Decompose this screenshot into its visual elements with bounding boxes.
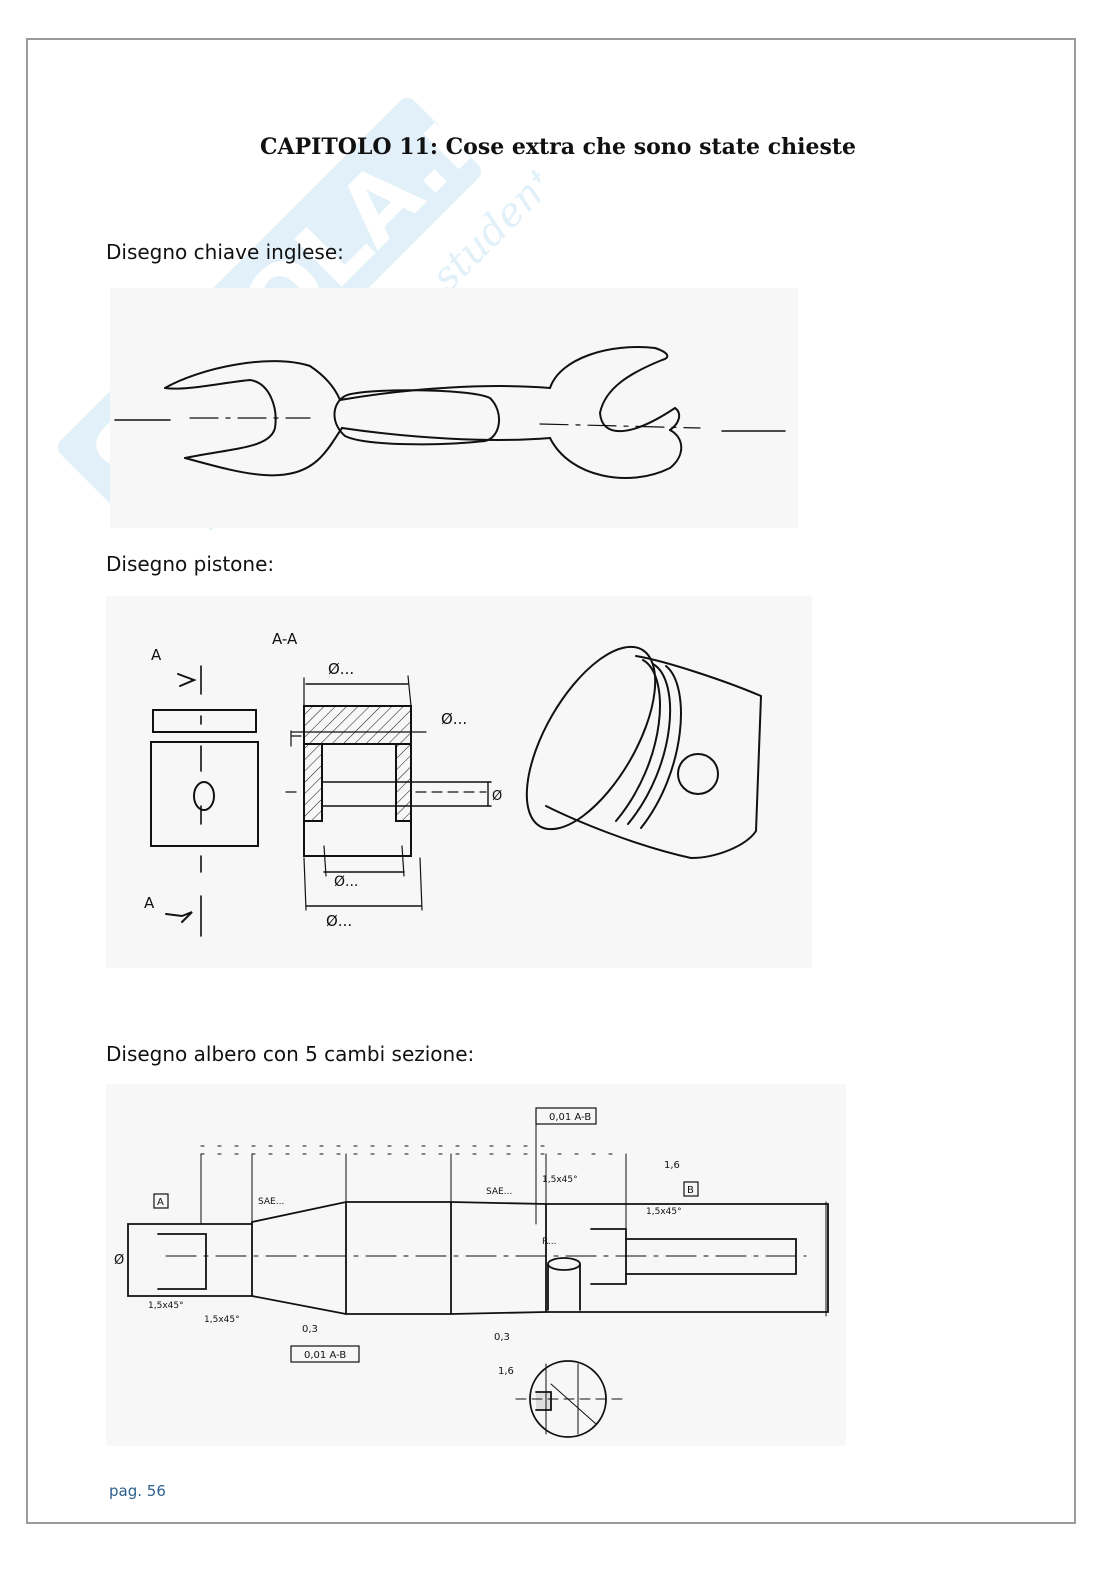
shaft-chamfer-right: 1,5x45° [646, 1207, 682, 1217]
shaft-roughness-key: 1,6 [498, 1366, 514, 1377]
caption-shaft: Disegno albero con 5 cambi sezione: [106, 1042, 475, 1066]
shaft-datum-b: B [687, 1185, 694, 1196]
shaft-tolerance-bottom: 0,01 A-B [304, 1350, 346, 1361]
shaft-radius: R... [542, 1237, 557, 1247]
caption-piston: Disegno pistone: [106, 552, 275, 576]
wrench-drawing [114, 346, 786, 479]
chapter-title: CAPITOLO 11: Cose extra che sono state c… [260, 134, 856, 160]
shaft-thread-right: SAE... [486, 1187, 512, 1197]
piston-drawing: A A A-A Ø... Ø... Ø... Ø... Ø [144, 630, 763, 937]
wrench-sketch [110, 288, 798, 528]
shaft-roughness-left: 0,3 [302, 1324, 318, 1335]
shaft-drawing: A B 0,01 A-B 0,01 A-B 1,5x45° 1,5x45° 1,… [114, 1107, 829, 1438]
piston-dim-outer-top: Ø... [328, 660, 354, 678]
shaft-datum-a: A [157, 1197, 164, 1208]
shaft-dim-diam: Ø [114, 1253, 124, 1268]
page-number: pag. 56 [109, 1482, 166, 1500]
shaft-chamfer-left2: 1,5x45° [204, 1315, 240, 1325]
piston-sketch: A A A-A Ø... Ø... Ø... Ø... Ø [106, 596, 812, 968]
shaft-sketch: A B 0,01 A-B 0,01 A-B 1,5x45° 1,5x45° 1,… [106, 1084, 846, 1446]
piston-section-mark-top: A [151, 646, 162, 664]
piston-dim-outer-bottom: Ø... [326, 912, 352, 930]
shaft-thread-left: SAE... [258, 1197, 284, 1207]
piston-section-view-label: A-A [272, 630, 298, 648]
shaft-tolerance-top: 0,01 A-B [549, 1112, 591, 1123]
shaft-chamfer-mid: 1,5x45° [542, 1175, 578, 1185]
page-border [26, 38, 1076, 1524]
shaft-roughness-top: 1,6 [664, 1160, 680, 1171]
piston-dim-pin: Ø... [441, 710, 467, 728]
piston-section-mark-bottom: A [144, 894, 155, 912]
shaft-roughness-mid: 0,3 [494, 1332, 510, 1343]
shaft-chamfer-left: 1,5x45° [148, 1301, 184, 1311]
caption-wrench: Disegno chiave inglese: [106, 240, 344, 264]
piston-dim-side: Ø [492, 789, 502, 804]
piston-dim-inner: Ø... [334, 874, 358, 890]
